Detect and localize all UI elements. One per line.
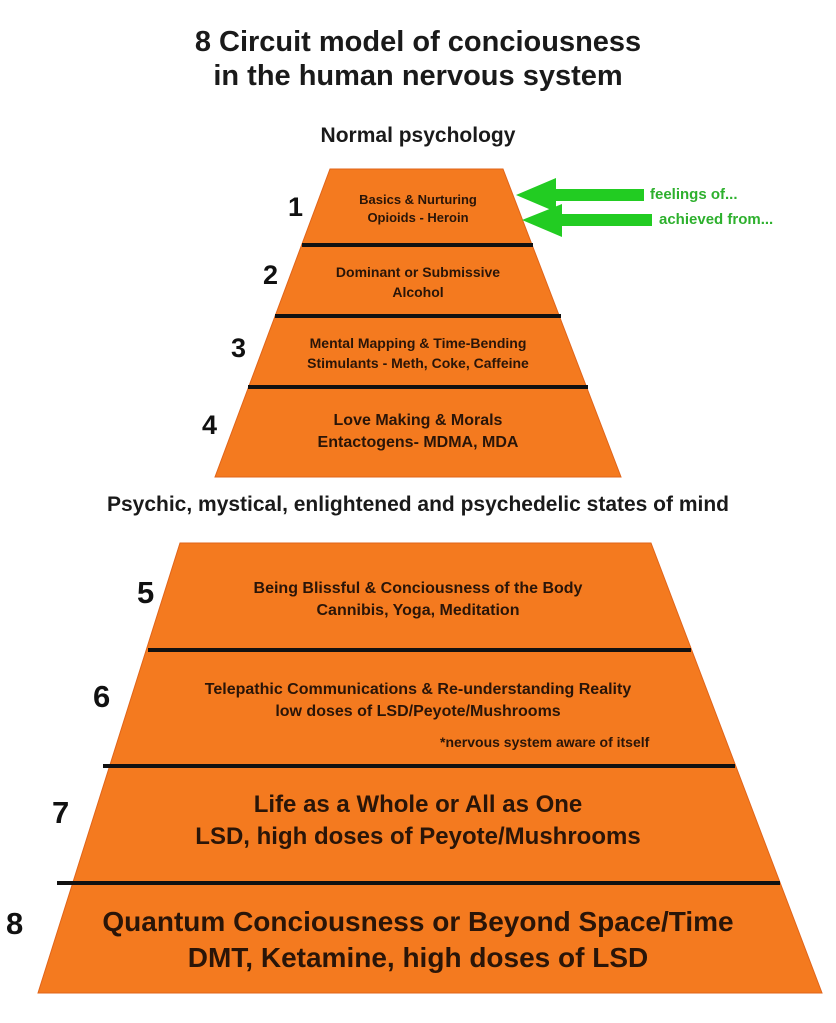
circuit-8-feeling: Quantum Conciousness or Beyond Space/Tim… xyxy=(102,906,734,937)
circuit-4-substance: Entactogens- MDMA, MDA xyxy=(317,434,519,451)
achieved-arrow-icon xyxy=(522,204,652,237)
circuit-2-block: Dominant or Submissive Alcohol xyxy=(0,262,836,302)
circuit-3-feeling: Mental Mapping & Time-Bending xyxy=(309,335,527,351)
diagram-title-line-2: in the human nervous system xyxy=(213,60,623,92)
circuit-number-8: 8 xyxy=(6,906,24,941)
circuit-6-note: *nervous system aware of itself xyxy=(440,734,650,750)
circuit-2-feeling: Dominant or Submissive xyxy=(335,264,501,280)
circuit-8-substance: DMT, Ketamine, high doses of LSD xyxy=(187,942,649,973)
circuit-6-substance: low doses of LSD/Peyote/Mushrooms xyxy=(275,703,561,720)
circuit-number-7: 7 xyxy=(52,795,70,830)
circuit-7-block: Life as a Whole or All as One LSD, high … xyxy=(0,789,836,853)
feelings-annotation: feelings of... xyxy=(650,186,738,203)
circuit-1-block: Basics & Nurturing Opioids - Heroin xyxy=(0,191,836,227)
diagram-title-line-1: 8 Circuit model of conciousness xyxy=(194,26,642,58)
circuit-5-substance: Cannibis, Yoga, Meditation xyxy=(316,602,520,619)
circuit-5-feeling: Being Blissful & Conciousness of the Bod… xyxy=(253,580,583,597)
upper-section-heading: Normal psychology xyxy=(320,124,516,147)
circuit-3-substance: Stimulants - Meth, Coke, Caffeine xyxy=(307,355,529,371)
circuit-2-substance: Alcohol xyxy=(392,284,444,300)
circuit-number-4: 4 xyxy=(202,410,218,440)
circuit-6-block: Telepathic Communications & Re-understan… xyxy=(0,679,836,723)
circuit-number-1: 1 xyxy=(288,192,304,222)
circuit-7-substance: LSD, high doses of Peyote/Mushrooms xyxy=(195,823,641,850)
circuit-4-block: Love Making & Morals Entactogens- MDMA, … xyxy=(0,410,836,454)
circuit-number-5: 5 xyxy=(137,575,155,610)
lower-section-heading: Psychic, mystical, enlightened and psych… xyxy=(106,493,730,516)
circuit-5-block: Being Blissful & Conciousness of the Bod… xyxy=(0,578,836,622)
circuit-3-block: Mental Mapping & Time-Bending Stimulants… xyxy=(0,333,836,373)
circuit-6-feeling: Telepathic Communications & Re-understan… xyxy=(204,681,632,698)
achieved-annotation: achieved from... xyxy=(659,211,774,228)
circuit-7-feeling: Life as a Whole or All as One xyxy=(253,791,583,818)
circuit-number-6: 6 xyxy=(93,679,111,714)
circuit-8-block: Quantum Conciousness or Beyond Space/Tim… xyxy=(0,904,836,976)
circuit-number-3: 3 xyxy=(231,333,247,363)
circuit-1-substance: Opioids - Heroin xyxy=(367,210,469,225)
circuit-4-feeling: Love Making & Morals xyxy=(333,412,503,429)
feelings-arrow-icon xyxy=(516,178,644,212)
circuit-1-feeling: Basics & Nurturing xyxy=(359,192,477,207)
circuit-number-2: 2 xyxy=(263,260,279,290)
